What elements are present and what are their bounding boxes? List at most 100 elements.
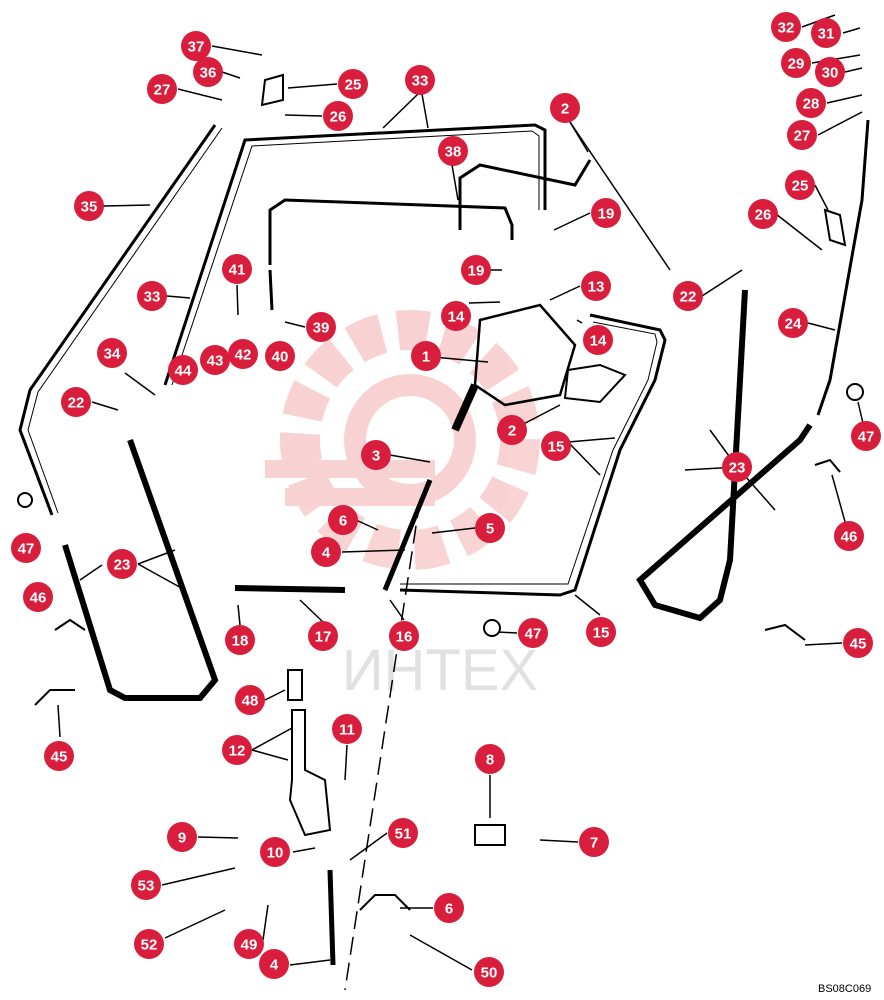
callout-number: 1 (422, 349, 430, 366)
callout-badge (134, 929, 164, 959)
tube-15-inner (400, 321, 658, 585)
callout-badge (181, 31, 211, 61)
callout-10: 10 (260, 837, 290, 867)
callout-badge (405, 65, 435, 95)
callout-badge (778, 308, 808, 338)
callout-6: 6 (434, 893, 464, 923)
callout-badge (834, 521, 864, 551)
clamp-47-left (17, 492, 33, 508)
callout-badge (260, 837, 290, 867)
callout-1: 1 (411, 341, 441, 371)
callout-number: 25 (792, 178, 809, 195)
callout-badge (259, 949, 289, 979)
callout-47: 47 (518, 618, 548, 648)
callout-35: 35 (74, 191, 104, 221)
callout-badge (441, 301, 471, 331)
callout-number: 7 (590, 835, 598, 852)
callout-48: 48 (235, 685, 265, 715)
callout-13: 13 (581, 271, 611, 301)
callout-badge (308, 621, 338, 651)
callout-number: 28 (803, 96, 820, 113)
callout-number: 27 (154, 82, 171, 99)
callout-number: 36 (200, 65, 217, 82)
callout-badge (497, 415, 527, 445)
callout-badge (323, 101, 353, 131)
callout-badge (411, 341, 441, 371)
callout-badge (475, 513, 505, 543)
callout-number: 37 (188, 39, 205, 56)
callout-45: 45 (843, 628, 873, 658)
callout-43: 43 (200, 345, 230, 375)
callout-27: 27 (147, 74, 177, 104)
callout-number: 50 (481, 965, 498, 982)
parts-line-art (17, 73, 870, 991)
callout-number: 51 (395, 826, 412, 843)
callout-badge (235, 685, 265, 715)
callout-number: 32 (778, 20, 795, 37)
callout-42: 42 (228, 339, 258, 369)
callout-badge (748, 199, 778, 229)
bracket-25-right (823, 208, 847, 247)
callout-18: 18 (225, 625, 255, 655)
callout-15: 15 (541, 431, 571, 461)
tube-17 (234, 585, 346, 593)
callout-number: 14 (590, 333, 607, 350)
callout-number: 43 (207, 353, 224, 370)
callout-26: 26 (323, 101, 353, 131)
callout-number: 52 (141, 937, 158, 954)
callout-number: 46 (30, 590, 47, 607)
callout-badge (781, 48, 811, 78)
callout-number: 13 (588, 279, 605, 296)
callout-badge (583, 325, 613, 355)
callout-30: 30 (815, 57, 845, 87)
callout-38: 38 (438, 136, 468, 166)
callout-badge (851, 421, 881, 451)
linkage-dashline (344, 499, 421, 991)
callout-number: 47 (858, 429, 875, 446)
callout-number: 12 (229, 743, 246, 760)
callout-number: 47 (525, 626, 542, 643)
callout-number: 14 (448, 309, 465, 326)
figure-code: BS08C069 (818, 983, 871, 995)
callout-number: 17 (315, 629, 332, 646)
callout-number: 25 (345, 77, 362, 94)
callout-number: 42 (235, 347, 252, 364)
callout-number: 30 (822, 65, 839, 82)
callout-badge (332, 714, 362, 744)
watermark-text: ИНТЕХ (342, 638, 538, 703)
callout-52: 52 (134, 929, 164, 959)
tube-35-inner (27, 127, 223, 514)
callout-badge (474, 957, 504, 987)
callout-badge (338, 69, 368, 99)
callout-number: 26 (330, 109, 347, 126)
rod-4-lower (327, 869, 336, 966)
callout-28: 28 (796, 88, 826, 118)
callout-47: 47 (11, 533, 41, 563)
callout-number: 33 (412, 73, 429, 90)
callout-badge (586, 617, 616, 647)
callout-15: 15 (586, 617, 616, 647)
hose-23-left (62, 438, 219, 701)
plate-8 (474, 824, 506, 846)
callout-badge (843, 628, 873, 658)
callout-badge (265, 341, 295, 371)
callout-26: 26 (748, 199, 778, 229)
callout-number: 2 (508, 423, 516, 440)
callout-badge (61, 387, 91, 417)
callout-badge (785, 170, 815, 200)
callout-badge (787, 120, 817, 150)
tube-39 (268, 198, 514, 265)
callout-53: 53 (131, 870, 161, 900)
callout-31: 31 (811, 18, 841, 48)
callout-number: 19 (598, 206, 615, 223)
tube-33-inner (171, 130, 540, 386)
callout-badge (311, 537, 341, 567)
tube-15 (399, 313, 667, 597)
callout-badge (438, 136, 468, 166)
clamp-46-left (54, 618, 86, 631)
callout-number: 2 (561, 101, 569, 118)
callout-37: 37 (181, 31, 211, 61)
callout-6: 6 (328, 505, 358, 535)
callout-14: 14 (441, 301, 471, 331)
callout-badge (234, 929, 264, 959)
